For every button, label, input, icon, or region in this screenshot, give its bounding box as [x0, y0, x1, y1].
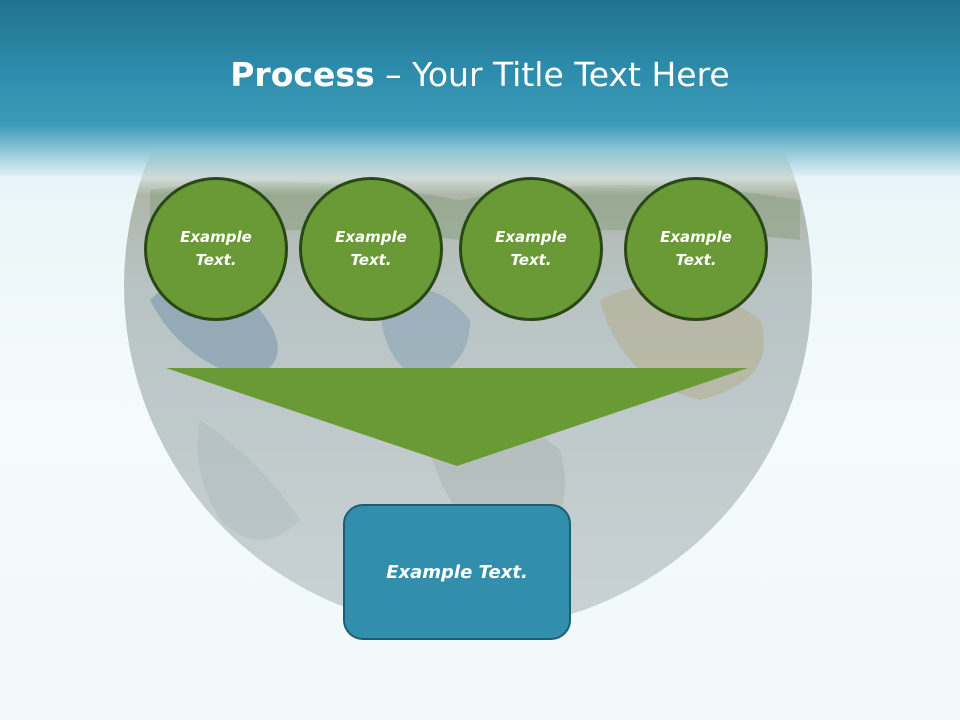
process-step-3[interactable]: Example Text. — [459, 177, 603, 321]
result-label: Example Text. — [386, 561, 528, 583]
process-step-2[interactable]: Example Text. — [299, 177, 443, 321]
process-step-1[interactable]: Example Text. — [144, 177, 288, 321]
down-arrow-funnel — [166, 368, 748, 466]
title-bold: Process — [230, 55, 375, 94]
title-rest: – Your Title Text Here — [374, 55, 730, 94]
process-step-label: Example Text. — [495, 228, 567, 269]
process-step-label: Example Text. — [660, 228, 732, 269]
process-step-label: Example Text. — [335, 228, 407, 269]
title-bar: Process – Your Title Text Here — [0, 0, 960, 195]
result-box[interactable]: Example Text. — [343, 504, 571, 640]
slide-title: Process – Your Title Text Here — [0, 50, 960, 100]
funnel-shape — [166, 368, 748, 466]
process-step-label: Example Text. — [180, 228, 252, 269]
process-step-4[interactable]: Example Text. — [624, 177, 768, 321]
